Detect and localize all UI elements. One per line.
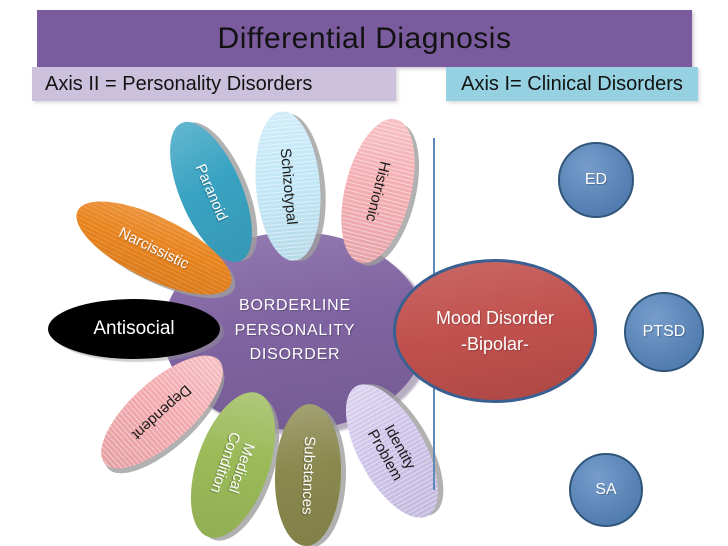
petal-identity-problem-label: Identity Problem bbox=[363, 421, 419, 484]
ed-circle: ED bbox=[558, 142, 634, 218]
axis1-banner: Axis I= Clinical Disorders bbox=[446, 67, 698, 101]
slide-title: Differential Diagnosis bbox=[217, 21, 512, 55]
petal-narcissistic-label: Narcissistic bbox=[116, 223, 192, 273]
ptsd-label: PTSD bbox=[642, 323, 686, 340]
axis2-banner: Axis II = Personality Disorders bbox=[32, 67, 396, 101]
petal-substances-label: Substances bbox=[298, 435, 318, 515]
sa-label: SA bbox=[595, 481, 617, 498]
bipolar-label: -Bipolar- bbox=[460, 334, 530, 354]
petal-antisocial-label: Antisocial bbox=[93, 318, 175, 339]
petal-dependent-label: Dependent bbox=[129, 381, 195, 443]
mood-disorder-bipolar-ellipse: Mood Disorder -Bipolar- bbox=[393, 259, 597, 403]
borderline-personality-disorder-label: BORDERLINE PERSONALITY DISORDER bbox=[234, 296, 356, 364]
title-banner: Differential Diagnosis bbox=[37, 10, 692, 67]
mood-disorder-label: Mood Disorder bbox=[435, 307, 555, 328]
petal-medical-condition-label: Medical Condition bbox=[206, 429, 258, 496]
sa-circle: SA bbox=[569, 453, 643, 527]
axis1-label: Axis I= Clinical Disorders bbox=[461, 72, 683, 95]
petal-antisocial: Antisocial bbox=[48, 299, 220, 359]
axis2-label: Axis II = Personality Disorders bbox=[45, 72, 313, 95]
petal-paranoid-label: Paranoid bbox=[191, 161, 231, 223]
petal-histrionic-label: Histrionic bbox=[362, 159, 394, 223]
ptsd-circle: PTSD bbox=[624, 292, 704, 372]
petal-schizotypal-label: Schizotypal bbox=[276, 147, 300, 225]
ed-label: ED bbox=[584, 171, 608, 188]
